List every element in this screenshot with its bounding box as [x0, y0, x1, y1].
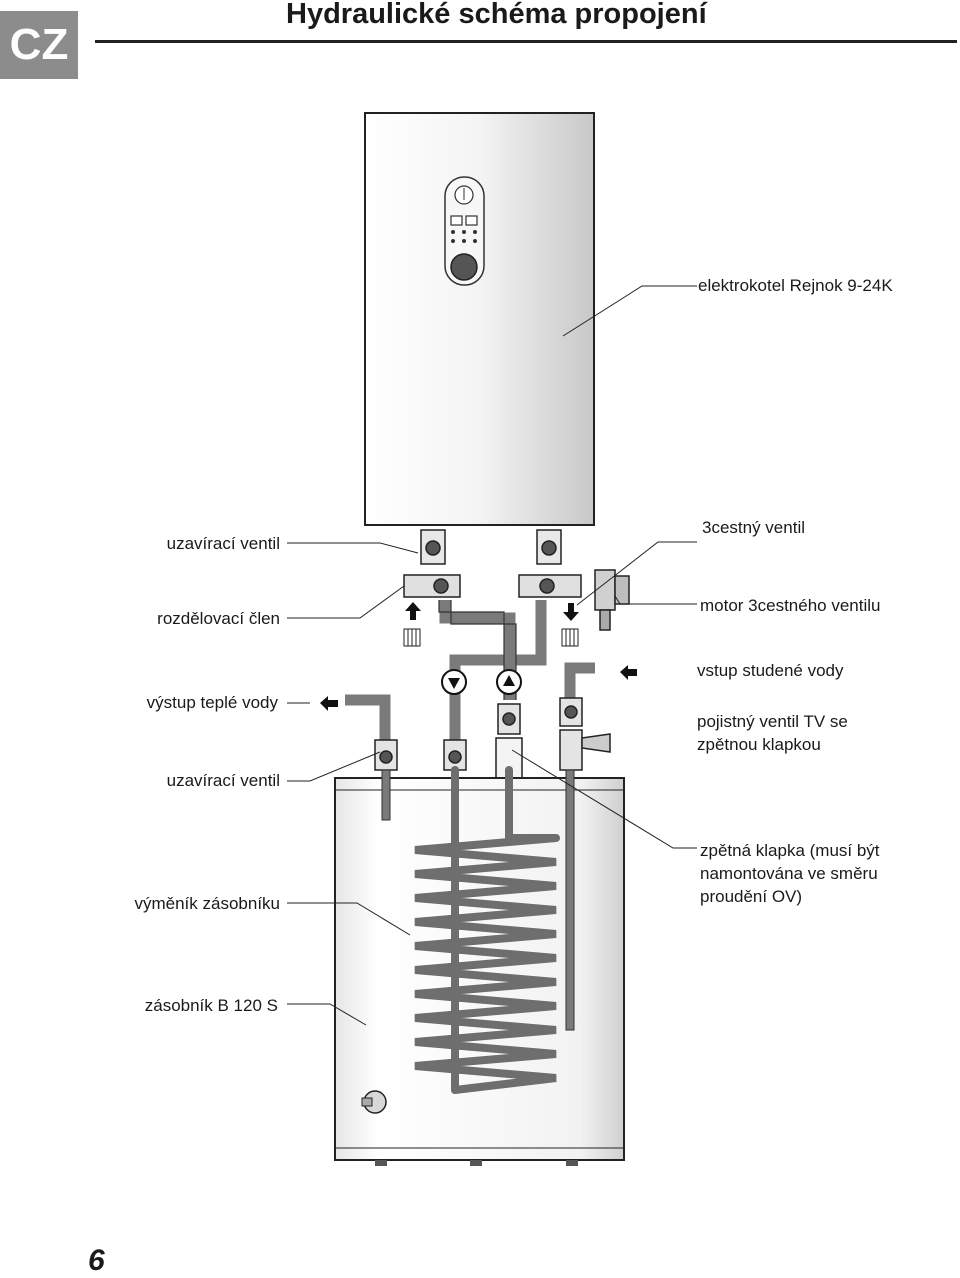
shutoff-valves-top — [420, 529, 562, 565]
flow-arrows-boiler — [405, 602, 579, 621]
label-hot-water-outlet: výstup teplé vody — [146, 693, 278, 712]
tank-heat-exchanger-coil — [414, 766, 560, 1094]
label-safety-valve-line1: pojistný ventil TV se — [697, 712, 848, 731]
label-tank: zásobník B 120 S — [144, 996, 278, 1015]
label-cold-water-inlet: vstup studené vody — [697, 661, 844, 680]
label-boiler: elektrokotel Rejnok 9-24K — [698, 276, 893, 295]
label-safety-valve-line2: zpětnou klapkou — [697, 735, 821, 754]
label-check-valve-line2: namontována ve směru — [700, 864, 878, 883]
cold-water-arrow — [620, 665, 637, 680]
leader-lines — [287, 285, 697, 1026]
label-shutoff-valve-top: uzavírací ventil — [166, 534, 280, 553]
label-tank-exchanger: výměník zásobníku — [134, 894, 280, 913]
flow-direction-circles — [441, 669, 522, 695]
label-check-valve-line3: proudění OV) — [700, 887, 803, 906]
distribution-member — [403, 574, 582, 598]
label-three-way-valve: 3cestný ventil — [702, 518, 805, 537]
label-three-way-valve-motor: motor 3cestného ventilu — [700, 596, 881, 615]
three-way-valve-motor — [594, 569, 630, 631]
language-badge: CZ — [0, 11, 78, 79]
boiler — [364, 112, 595, 526]
hot-water-arrow — [320, 696, 338, 711]
label-shutoff-valve-bottom: uzavírací ventil — [166, 771, 280, 790]
radiator-icons — [403, 628, 579, 647]
label-distribution-member: rozdělovací člen — [157, 609, 280, 628]
title-rule — [95, 40, 957, 43]
lower-valves — [374, 697, 611, 779]
page-title: Hydraulické schéma propojení — [286, 0, 707, 30]
page-number: 6 — [88, 1244, 105, 1277]
label-check-valve-line1: zpětná klapka (musí být — [700, 841, 880, 860]
